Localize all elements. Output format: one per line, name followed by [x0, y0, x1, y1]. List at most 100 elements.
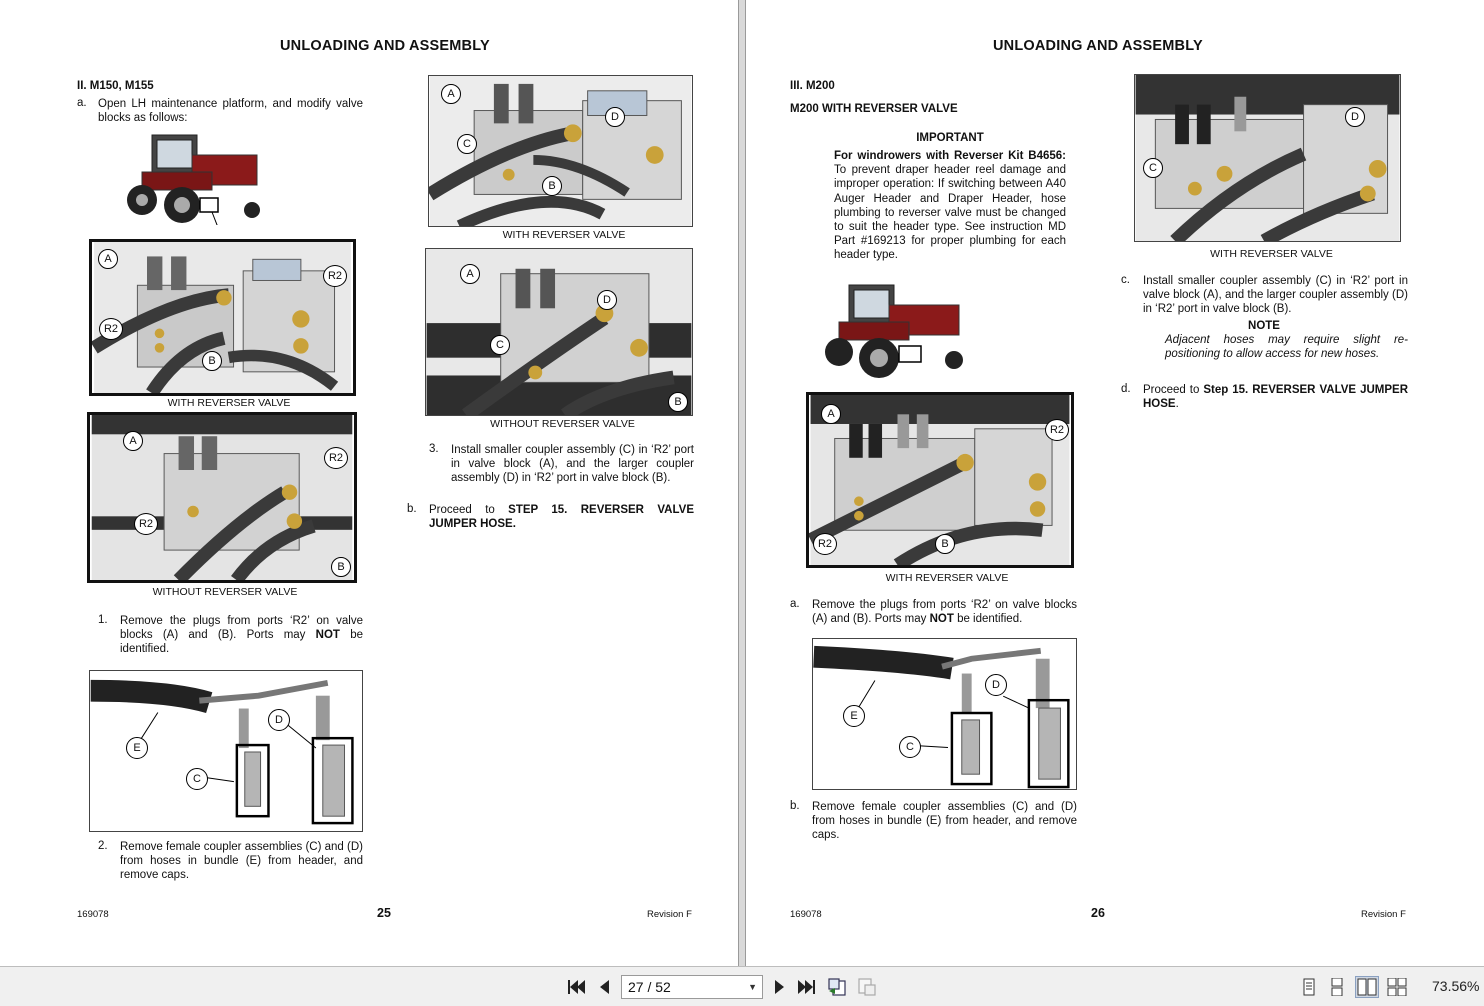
- important-title: IMPORTANT: [916, 132, 984, 144]
- step-1-text: Remove the plugs from ports ‘R2’ on valv…: [120, 615, 363, 656]
- callout-d: D: [1345, 107, 1365, 127]
- figure-valve-block-with-reverser-2: A C D B: [428, 75, 693, 227]
- document-page-right: UNLOADING AND ASSEMBLY III. M200 M200 WI…: [746, 0, 1484, 966]
- continuous-facing-icon: [1387, 978, 1407, 996]
- callout-c: C: [899, 736, 921, 758]
- step-marker: a.: [77, 97, 87, 109]
- next-view-icon: [858, 978, 876, 996]
- page-indicator: 27 / 52: [628, 979, 671, 995]
- single-page-icon: [1303, 978, 1315, 996]
- viewer-toolbar: 27 / 52 ▼ 73.56%: [0, 966, 1484, 1006]
- callout-d: D: [985, 674, 1007, 696]
- windrower-image: [824, 280, 969, 390]
- figure-valve-block-with-reverser: A R2 R2 B: [89, 239, 356, 396]
- callout-r2: R2: [324, 447, 348, 469]
- footer-revision: Revision F: [1361, 909, 1406, 920]
- figure-caption: WITHOUT REVERSER VALVE: [152, 586, 298, 598]
- step-marker: 2.: [98, 840, 108, 852]
- step-c-text: Install smaller coupler assembly (C) in …: [1143, 275, 1408, 316]
- callout-e: E: [843, 705, 865, 727]
- page-number-select[interactable]: 27 / 52 ▼: [621, 975, 763, 999]
- callout-c: C: [186, 768, 208, 790]
- callout-d: D: [605, 107, 625, 127]
- previous-page-icon: [600, 980, 609, 994]
- step-b-text: Proceed to STEP 15. REVERSER VALVE JUMPE…: [429, 504, 694, 531]
- callout-b: B: [331, 557, 351, 577]
- callout-d: D: [268, 709, 290, 731]
- callout-c: C: [490, 335, 510, 355]
- step-d-text: Proceed to Step 15. REVERSER VALVE JUMPE…: [1143, 384, 1408, 411]
- step-3-text: Install smaller coupler assembly (C) in …: [451, 444, 694, 485]
- zoom-level[interactable]: 73.56%: [1432, 978, 1480, 994]
- last-page-button[interactable]: [796, 976, 818, 998]
- step-2-text: Remove female coupler assemblies (C) and…: [120, 841, 363, 882]
- page-title: UNLOADING AND ASSEMBLY: [993, 38, 1203, 54]
- sub-heading: M200 WITH REVERSER VALVE: [790, 103, 958, 115]
- next-page-icon: [775, 980, 784, 994]
- figure-valve-block-without-reverser-2: A D C B: [425, 248, 693, 416]
- callout-b: B: [202, 351, 222, 371]
- callout-d: D: [597, 290, 617, 310]
- figure-caption: WITH REVERSER VALVE: [885, 572, 1009, 584]
- callout-a: A: [821, 404, 841, 424]
- next-page-button[interactable]: [768, 976, 790, 998]
- step-b-text: Remove female coupler assemblies (C) and…: [812, 801, 1077, 842]
- last-page-icon: [798, 980, 815, 994]
- callout-r2: R2: [134, 513, 158, 535]
- step-marker: d.: [1121, 383, 1131, 395]
- figure-m200-valve-block: A R2 R2 B: [806, 392, 1074, 568]
- footer-doc-number: 169078: [77, 909, 109, 920]
- callout-r2: R2: [1045, 419, 1069, 441]
- step-marker: c.: [1121, 274, 1130, 286]
- windrower-image: [122, 130, 267, 249]
- page-gutter: [738, 0, 746, 966]
- figure-valve-block-without-reverser: A R2 R2 B: [87, 412, 357, 583]
- callout-r2: R2: [323, 265, 347, 287]
- footer-revision: Revision F: [647, 909, 692, 920]
- callout-b: B: [668, 392, 688, 412]
- first-page-button[interactable]: [565, 976, 587, 998]
- callout-b: B: [935, 534, 955, 554]
- step-marker: b.: [407, 503, 417, 515]
- footer-page-number: 25: [377, 906, 391, 920]
- facing-view-button[interactable]: [1355, 976, 1379, 998]
- figure-m200-valve-block-2: D C: [1134, 74, 1401, 242]
- step-marker: 1.: [98, 614, 108, 626]
- step-marker: 3.: [429, 443, 439, 455]
- figure-caption: WITH REVERSER VALVE: [502, 229, 626, 241]
- previous-page-button[interactable]: [594, 976, 616, 998]
- callout-e: E: [126, 737, 148, 759]
- callout-c: C: [1143, 158, 1163, 178]
- previous-view-icon: [828, 978, 846, 996]
- footer-page-number: 26: [1091, 906, 1105, 920]
- note-title: NOTE: [1248, 320, 1280, 332]
- callout-b: B: [542, 176, 562, 196]
- first-page-icon: [568, 980, 585, 994]
- step-a-text: Remove the plugs from ports ‘R2’ on valv…: [812, 599, 1077, 626]
- important-text: For windrowers with Reverser Kit B4656: …: [834, 150, 1066, 262]
- callout-r2: R2: [99, 318, 123, 340]
- single-page-view-button[interactable]: [1298, 976, 1320, 998]
- step-marker: b.: [790, 800, 800, 812]
- footer-doc-number: 169078: [790, 909, 822, 920]
- callout-a: A: [460, 264, 480, 284]
- step-marker: a.: [790, 598, 800, 610]
- callout-a: A: [441, 84, 461, 104]
- continuous-facing-view-button[interactable]: [1386, 976, 1408, 998]
- continuous-view-button[interactable]: [1326, 976, 1348, 998]
- section-heading: II. M150, M155: [77, 80, 154, 92]
- step-a-text: Open LH maintenance platform, and modify…: [98, 98, 363, 125]
- figure-coupler-hoses: E C D: [89, 670, 363, 832]
- note-text: Adjacent hoses may require slight re-pos…: [1165, 334, 1408, 361]
- callout-a: A: [123, 431, 143, 451]
- go-back-view-button[interactable]: [826, 976, 848, 998]
- callout-r2: R2: [813, 533, 837, 555]
- facing-pages-icon: [1357, 978, 1377, 996]
- go-forward-view-button[interactable]: [856, 976, 878, 998]
- figure-caption: WITHOUT REVERSER VALVE: [490, 418, 635, 430]
- figure-caption: WITH REVERSER VALVE: [1210, 248, 1333, 260]
- figure-coupler-hoses: E C D: [812, 638, 1077, 790]
- section-heading: III. M200: [790, 80, 835, 92]
- callout-a: A: [98, 249, 118, 269]
- document-page-left: UNLOADING AND ASSEMBLY II. M150, M155 a.…: [0, 0, 738, 966]
